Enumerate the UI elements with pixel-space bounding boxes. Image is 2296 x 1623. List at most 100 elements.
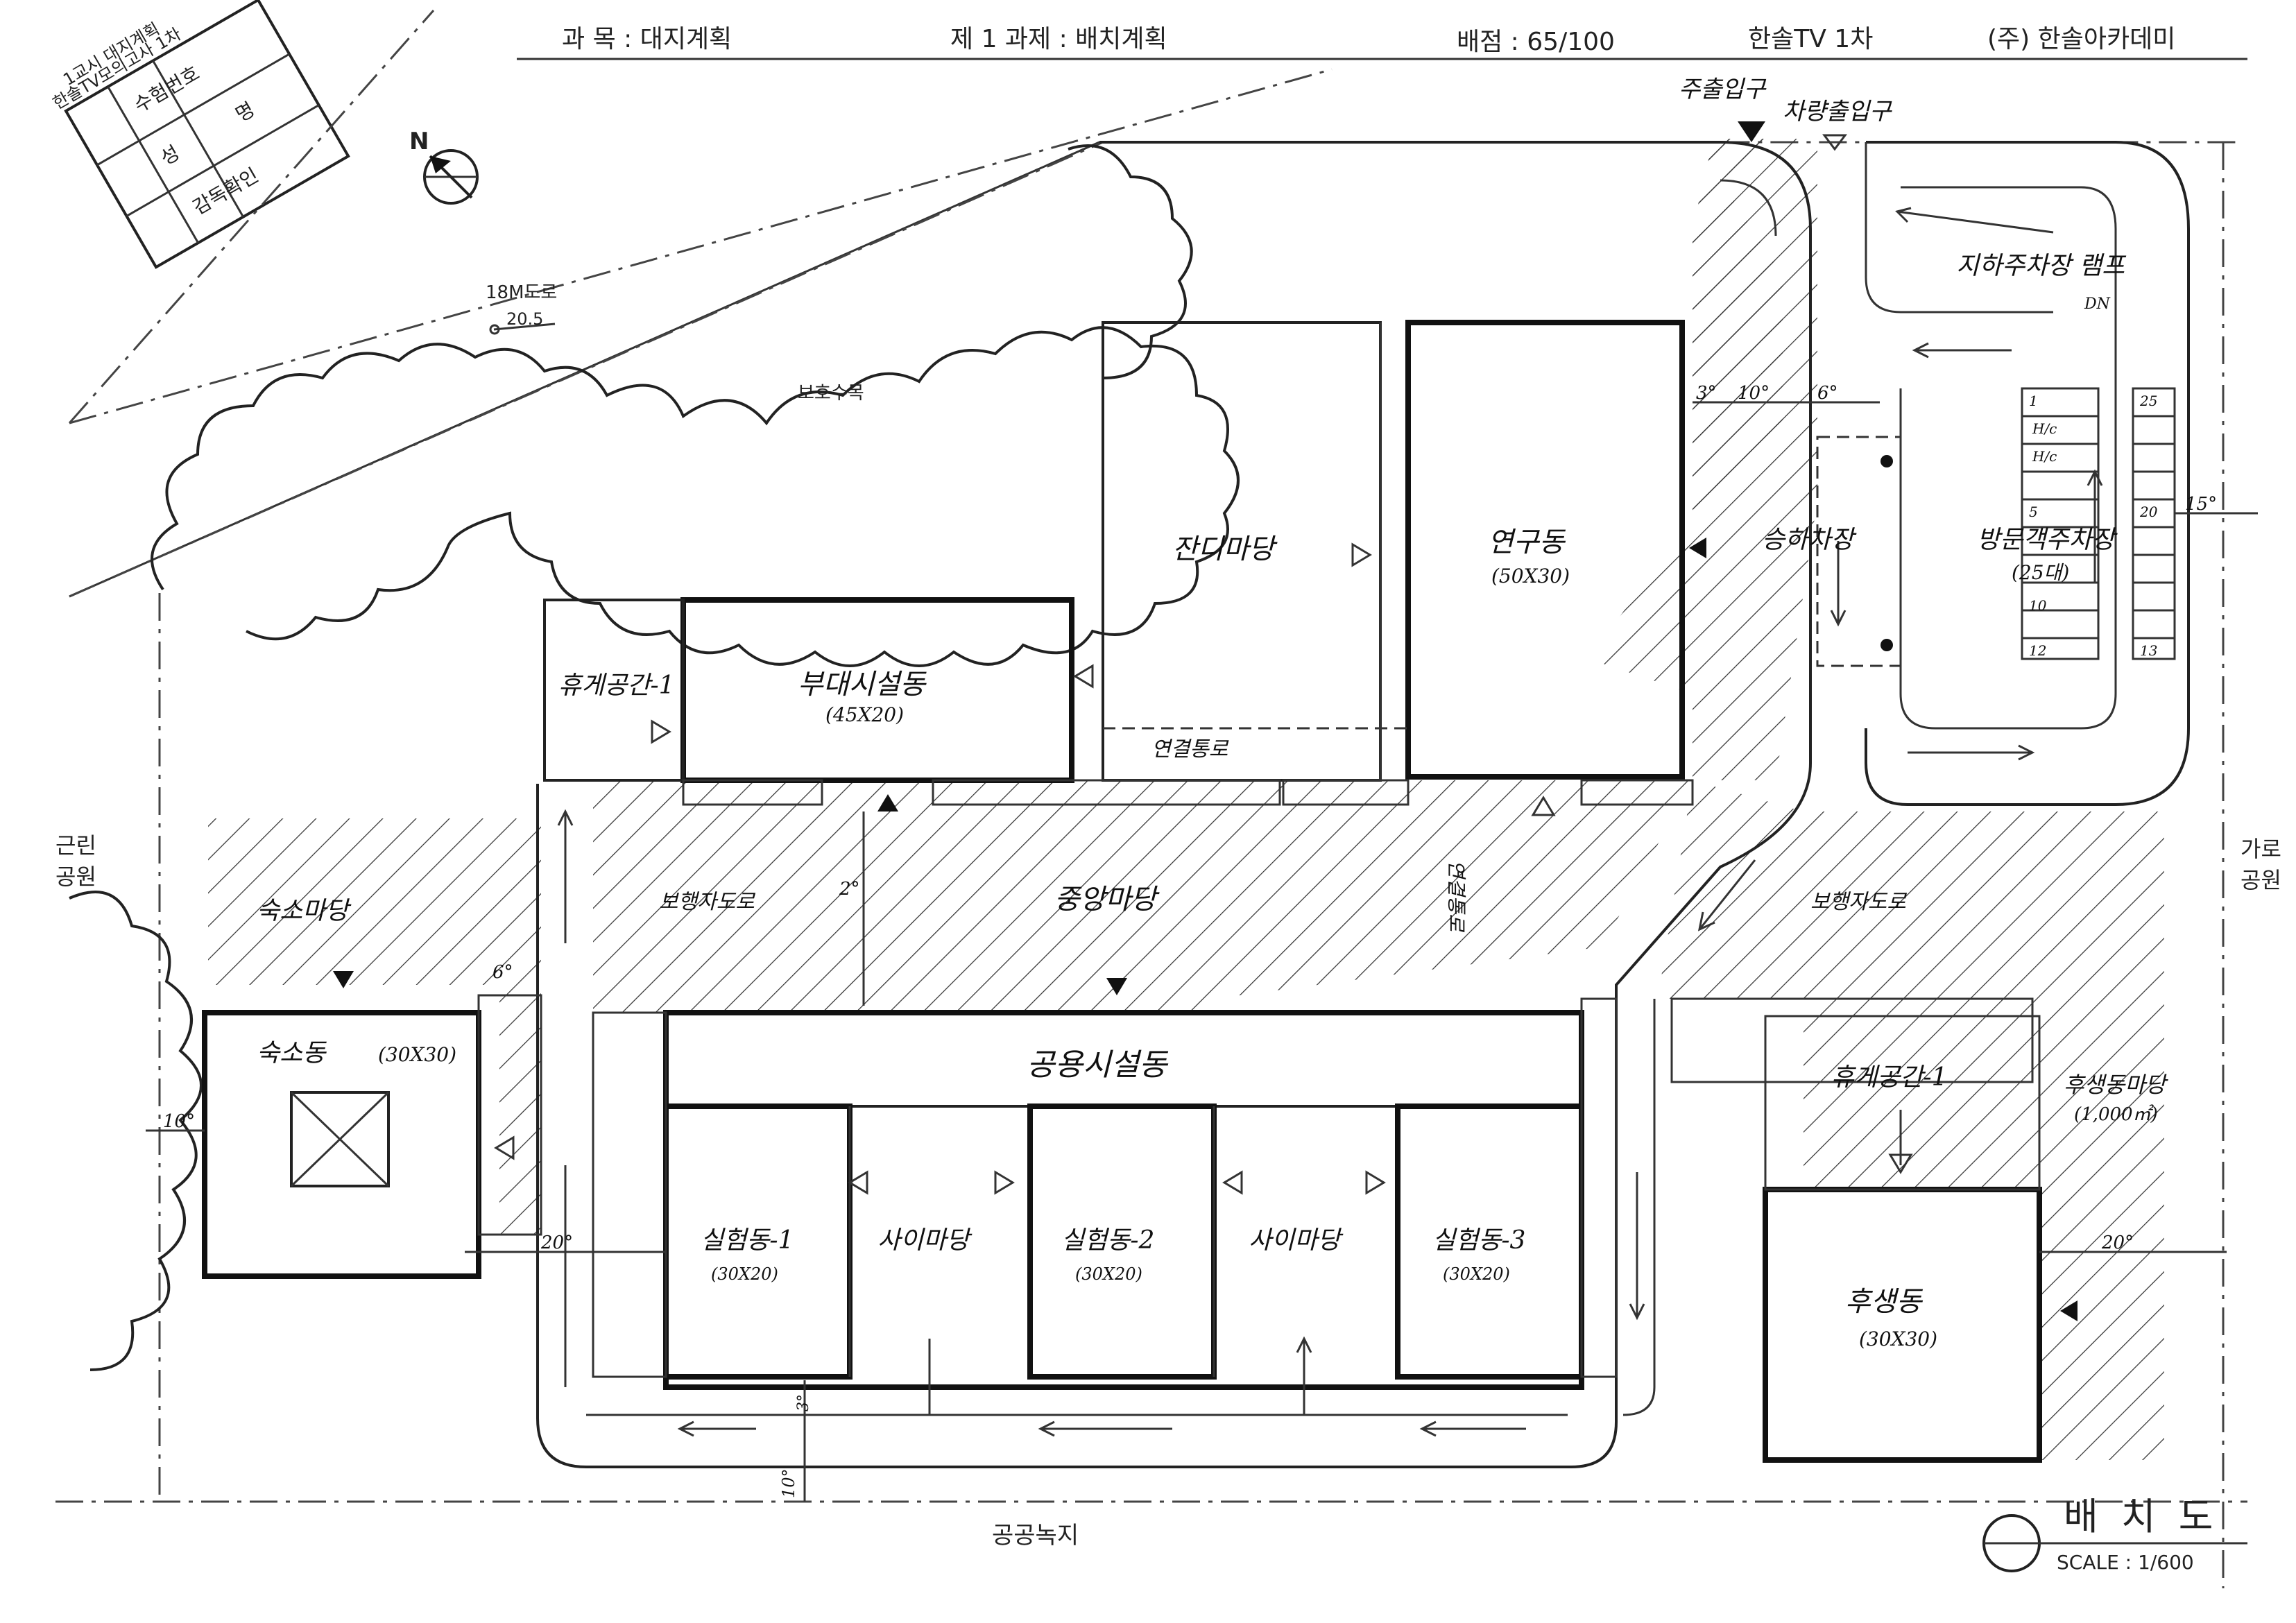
welfare-yard-box: [1764, 1015, 2041, 1191]
dim-10m-c: 10°: [779, 1468, 798, 1498]
entrance-triangle-icon: [1073, 664, 1094, 689]
dropoff-label: 승하차장: [1762, 526, 1857, 554]
ancillary-building-label: 부대시설동: [798, 669, 927, 701]
road-level-marker: [489, 324, 500, 335]
side-yard-1-label: 사이마당: [877, 1226, 973, 1255]
lodging-yard-label: 숙소마당: [257, 897, 352, 925]
lodging-terrace: [477, 994, 542, 1236]
entrance-triangle-icon: [651, 719, 671, 744]
road-edge: [69, 141, 1100, 598]
welfare-building: [1763, 1187, 2042, 1463]
arrow-head-icon: [2018, 744, 2035, 761]
dim-20m-b: 20°: [2101, 1233, 2134, 1253]
drive-loop-outer: [536, 141, 1812, 1468]
welfare-yard-area: (1,000㎡): [2074, 1104, 2158, 1125]
tree-mass-west: [69, 891, 203, 1371]
entrance-triangle-icon: [1351, 542, 1372, 567]
exam-box-col-line: [152, 60, 244, 218]
dim-20m: 20°: [540, 1233, 573, 1253]
side-yard-2-label: 사이마당: [1249, 1226, 1344, 1255]
entrance-triangle-icon: [877, 794, 898, 812]
entrance-triangle-icon: [1365, 1170, 1386, 1195]
protected-trees-label: 보호수목: [798, 383, 864, 404]
entrance-triangle-icon: [2060, 1300, 2077, 1321]
flow-arrow: [1698, 859, 1756, 930]
common-west-step: [592, 1011, 667, 1378]
connection-corridor-label: 연결통로: [1151, 737, 1229, 762]
grass-court-label: 잔디마당: [1172, 533, 1278, 565]
arrow-head-icon: [1697, 911, 1715, 931]
north-pointer-icon: [430, 156, 451, 173]
lodging-building-label: 숙소동: [257, 1039, 327, 1067]
stall-1: 1: [2029, 393, 2038, 409]
entrance-triangle-icon: [333, 971, 354, 988]
exam-box-row-2a: 성: [157, 141, 184, 169]
road-name: 18M도로: [486, 282, 557, 303]
publisher-label: (주) 한솔아카데미: [1987, 25, 2175, 53]
dim-15m: 15°: [2185, 494, 2217, 515]
public-green-label: 공공녹지: [992, 1522, 1079, 1549]
street-park-label-2: 공원: [2241, 867, 2281, 893]
entrance-triangle-icon: [1222, 1170, 1243, 1195]
road-centerline-upper: [68, 10, 435, 424]
road-level: 20.5: [506, 309, 543, 329]
neighborhood-park-label-2: 공원: [55, 864, 96, 890]
arrow-head-icon: [1629, 1303, 1645, 1321]
welfare-building-label: 후생동: [1845, 1286, 1924, 1318]
ancillary-step: [682, 779, 823, 806]
exam-box-row-2b: 명: [232, 98, 259, 126]
lab-2-size: (30X20): [1075, 1264, 1142, 1284]
research-step-2: [1580, 779, 1694, 806]
stall-12: 12: [2029, 642, 2046, 659]
road-level-leader: [493, 323, 556, 331]
handwritten-labels: 주출입구 차량출입구 지하주차장 램프 DN 잔디마당 연구동 (50X30) …: [257, 76, 2169, 1350]
parking-lot: 1 25 H/c H/c 5 20 10 12 13: [1816, 387, 2176, 667]
bollard-icon: [1881, 455, 1893, 467]
stall-5: 5: [2029, 504, 2038, 520]
ground-parking-count: (25대): [2012, 561, 2069, 584]
dim-6m: 6°: [1817, 383, 1838, 404]
entrance-triangle-icon: [1689, 538, 1706, 558]
welfare-yard-hatch: [1658, 780, 2164, 1460]
entrance-triangle-icon: [1531, 796, 1556, 816]
arrow-head-icon: [557, 809, 574, 826]
lab-1-size: (30X20): [711, 1264, 778, 1284]
ramp-arrow: [1896, 210, 2054, 234]
south-drive-inner: [1622, 999, 1656, 1416]
dn-label: DN: [2084, 295, 2111, 313]
dim-10m: 10°: [1738, 383, 1770, 404]
entrance-triangle-icon: [994, 1170, 1015, 1195]
main-entrance-triangle-icon: [1738, 121, 1765, 142]
arrow-head-icon: [1912, 342, 1929, 359]
welfare-yard-label: 후생동마당: [2064, 1072, 2169, 1098]
central-yard-hatch: [593, 139, 1783, 1013]
arrow-head-icon: [1830, 610, 1847, 627]
arrow-head-icon: [1296, 1336, 1312, 1353]
research-step: [1282, 779, 1410, 806]
research-building-size: (50X30): [1491, 565, 1570, 587]
research-building: [1405, 320, 1685, 780]
parking-stall-block: [2021, 387, 2100, 660]
dim-3m: 3°: [1696, 383, 1717, 404]
dropoff-bay: [1816, 436, 1902, 667]
north-arrow: N: [409, 128, 479, 205]
adjacent-labels: 근린 공원 가로 공원 공공녹지: [55, 832, 2281, 1549]
protected-trees: 보호수목: [69, 144, 1240, 1371]
task-label: 제 1 과제 : 배치계획: [950, 25, 1167, 53]
lodging-core: [290, 1091, 390, 1187]
north-label: N: [409, 128, 429, 155]
pedestrian-path-right-label: 보행자도로: [1810, 890, 1907, 914]
lab-3-label: 실험동-3: [1432, 1226, 1525, 1255]
stall-lines: [2022, 415, 2175, 639]
stall-hc-1: H/c: [2032, 420, 2057, 437]
lab-3-size: (30X20): [1443, 1264, 1510, 1284]
parking-loop-outer: [1865, 141, 2190, 806]
lodging-side-hatch: [499, 985, 541, 1235]
stall-hc-2: H/c: [2032, 448, 2057, 465]
welfare-building-size: (30X30): [1859, 1328, 1937, 1350]
street-park-label-1: 가로: [2241, 836, 2281, 862]
lab-1-label: 실험동-1: [701, 1226, 794, 1255]
arrow-head-icon: [677, 1420, 694, 1437]
rest-area-2-box: [1670, 997, 2034, 1083]
